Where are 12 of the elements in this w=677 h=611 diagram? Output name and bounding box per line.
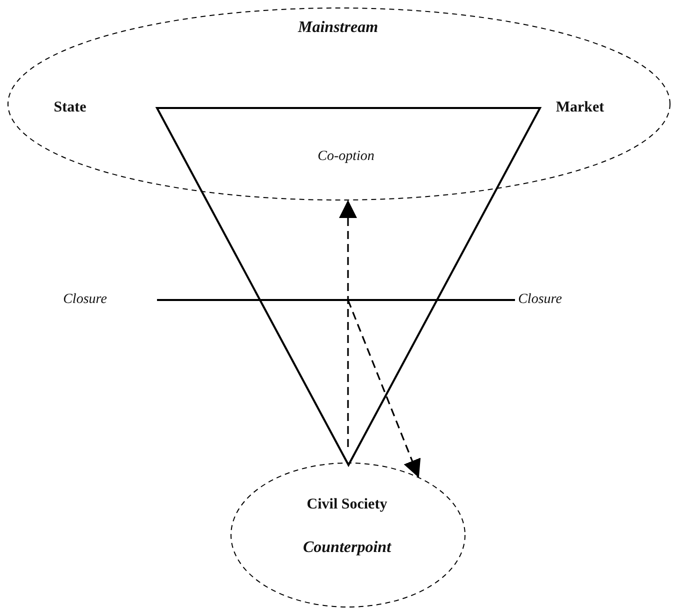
dashed-ellipse [231,463,465,607]
dashed-arrow [339,200,357,447]
coption-label: Co-option [318,149,374,165]
market-label: Market [556,100,604,116]
closure-label: Closure [518,292,562,308]
civil-society-label: Civil Society [306,496,388,514]
counterpoint-heading: Counterpoint [302,539,392,557]
mainstream-heading: Mainstream [298,19,378,37]
closure-label: Closure [63,292,107,308]
dashed-arrow [347,300,421,478]
dashed-ellipse [8,8,670,200]
state-label: State [54,100,86,116]
